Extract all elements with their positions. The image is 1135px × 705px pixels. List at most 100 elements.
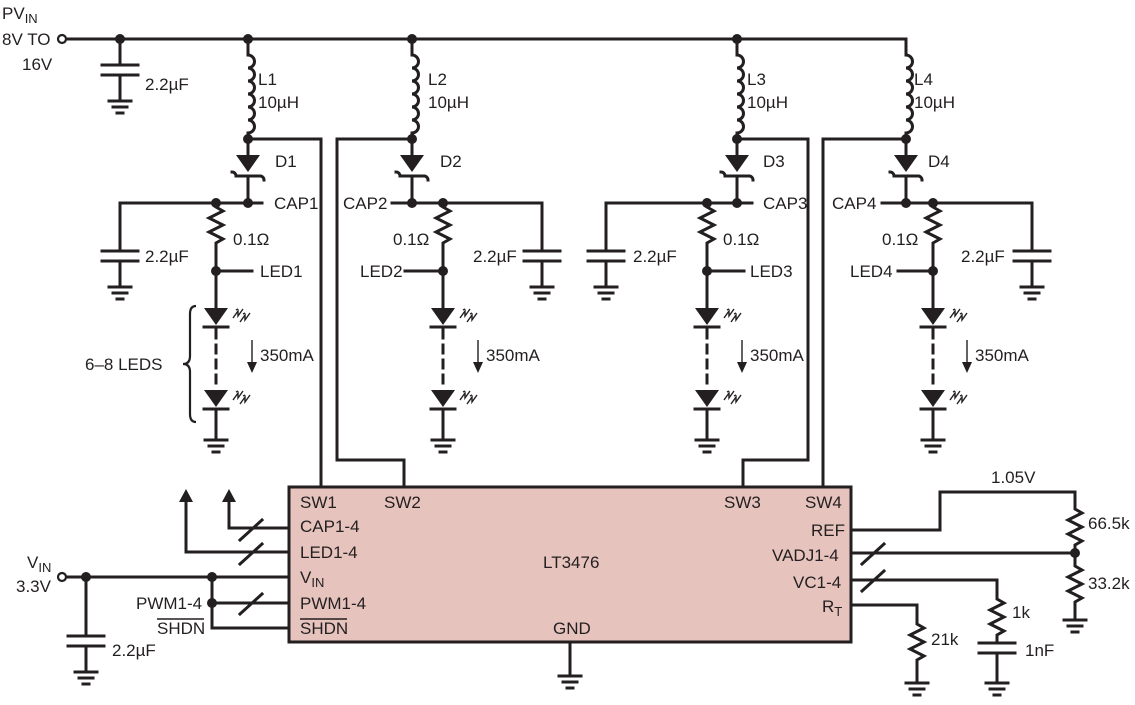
lt3476-chip — [287, 485, 853, 644]
sense-resistor-2 — [434, 201, 452, 249]
resistor-21k — [908, 618, 926, 666]
sense-resistor-3-value: 0.1Ω — [723, 230, 759, 249]
led-top-4 — [919, 306, 969, 329]
pin-vadj: VADJ1-4 — [772, 546, 839, 565]
output-capacitor-4 — [1014, 225, 1050, 299]
led-count-brace — [182, 304, 197, 424]
cap2-node-label: CAP2 — [343, 194, 387, 213]
diode-d2-name: D2 — [440, 152, 462, 171]
inductor-l3-value: 10µH — [747, 93, 788, 112]
cap3-node-label: CAP3 — [763, 194, 807, 213]
resistor-1k-value: 1k — [1012, 603, 1030, 622]
inductor-l2-name: L2 — [428, 70, 447, 89]
pin-led: LED1-4 — [300, 543, 358, 562]
sense-resistor-1 — [207, 201, 225, 249]
vin-capacitor — [68, 610, 104, 684]
led-bottom-3 — [693, 388, 743, 411]
output-capacitor-3-value: 2.2µF — [633, 247, 677, 266]
output-capacitor-2 — [524, 225, 560, 299]
pin-sw2: SW2 — [384, 493, 421, 512]
output-capacitor-4-value: 2.2µF — [961, 247, 1005, 266]
inductor-l4-name: L4 — [914, 70, 933, 89]
inductor-l4 — [904, 53, 914, 135]
diode-d1-name: D1 — [275, 152, 297, 171]
sense-resistor-4-value: 0.1Ω — [882, 230, 918, 249]
cap1-node-label: CAP1 — [274, 194, 318, 213]
led-count-label: 6–8 LEDS — [85, 355, 163, 374]
sense-resistor-3 — [698, 201, 716, 249]
led2-node-label: LED2 — [360, 262, 403, 281]
right-connections — [849, 490, 1088, 697]
led-current-4: 350mA — [975, 346, 1030, 365]
pin-ref: REF — [811, 521, 845, 540]
pin-vc: VC1-4 — [793, 573, 841, 592]
channel-1 — [102, 37, 323, 489]
resistor-21k-value: 21k — [931, 630, 959, 649]
inductor-l1-name: L1 — [258, 70, 277, 89]
inductor-l4-value: 10µH — [914, 93, 955, 112]
pin-vin: VIN — [300, 568, 324, 590]
led-top-3 — [693, 306, 743, 329]
output-capacitor-2-value: 2.2µF — [473, 247, 517, 266]
sense-resistor-2-value: 0.1Ω — [393, 230, 429, 249]
led-current-2: 350mA — [486, 346, 541, 365]
led-bottom-4 — [919, 388, 969, 411]
channel-2 — [335, 37, 560, 489]
cap4-node-label: CAP4 — [832, 194, 876, 213]
led3-node-label: LED3 — [750, 262, 793, 281]
led-current-1: 350mA — [260, 346, 315, 365]
inductor-l2 — [410, 53, 420, 135]
sense-resistor-4 — [924, 201, 942, 249]
inductor-l1 — [246, 53, 256, 135]
vin-label: VIN — [27, 553, 51, 575]
resistor-33k2 — [1066, 560, 1084, 608]
pvin-range-line1: 8V TO — [2, 30, 51, 49]
chip-name: LT3476 — [543, 553, 599, 572]
pin-shdn: SHDN — [300, 619, 348, 638]
led1-node-label: LED1 — [260, 262, 303, 281]
capacitor-1nf-value: 1nF — [1025, 641, 1054, 660]
pwm-external-label: PWM1-4 — [136, 594, 202, 613]
chip-ground — [557, 666, 583, 690]
pvin-range-line2: 16V — [22, 55, 53, 74]
diode-d4-name: D4 — [928, 152, 950, 171]
resistor-1k — [988, 593, 1006, 641]
inductor-l1-value: 10µH — [258, 93, 299, 112]
resistor-33k2-value: 33.2k — [1088, 574, 1130, 593]
output-capacitor-1 — [102, 225, 138, 299]
led-current-3: 350mA — [750, 346, 805, 365]
output-capacitor-3 — [588, 225, 624, 299]
vin-capacitor-value: 2.2µF — [112, 641, 156, 660]
inductor-l3-name: L3 — [747, 70, 766, 89]
channel-4 — [821, 40, 1050, 489]
pvin-rail — [56, 33, 908, 45]
pin-sw4: SW4 — [805, 493, 842, 512]
pin-pwm: PWM1-4 — [300, 594, 366, 613]
input-capacitor — [102, 39, 138, 113]
channel-3 — [588, 37, 810, 489]
resistor-66k5 — [1066, 503, 1084, 551]
shdn-external-label: SHDN — [157, 619, 205, 638]
vin-value: 3.3V — [16, 577, 52, 596]
led-bottom-2 — [429, 388, 479, 411]
pin-sw3: SW3 — [724, 493, 761, 512]
input-capacitor-value: 2.2µF — [145, 75, 189, 94]
diode-d3-name: D3 — [763, 152, 785, 171]
output-capacitor-1-value: 2.2µF — [145, 247, 189, 266]
resistor-66k5-value: 66.5k — [1088, 514, 1130, 533]
led-top-1 — [202, 306, 252, 329]
pvin-label: PVIN — [2, 4, 38, 26]
pin-cap: CAP1-4 — [300, 517, 360, 536]
ref-voltage-label: 1.05V — [991, 468, 1036, 487]
pin-gnd: GND — [553, 619, 591, 638]
inductor-l3 — [735, 53, 745, 135]
pin-sw1: SW1 — [300, 493, 337, 512]
led4-node-label: LED4 — [850, 262, 893, 281]
sense-resistor-1-value: 0.1Ω — [233, 230, 269, 249]
inductor-l2-value: 10µH — [428, 93, 469, 112]
led-bottom-1 — [202, 388, 252, 411]
led-top-2 — [429, 306, 479, 329]
left-connections — [56, 489, 291, 684]
pin-rt: RT — [822, 597, 842, 619]
